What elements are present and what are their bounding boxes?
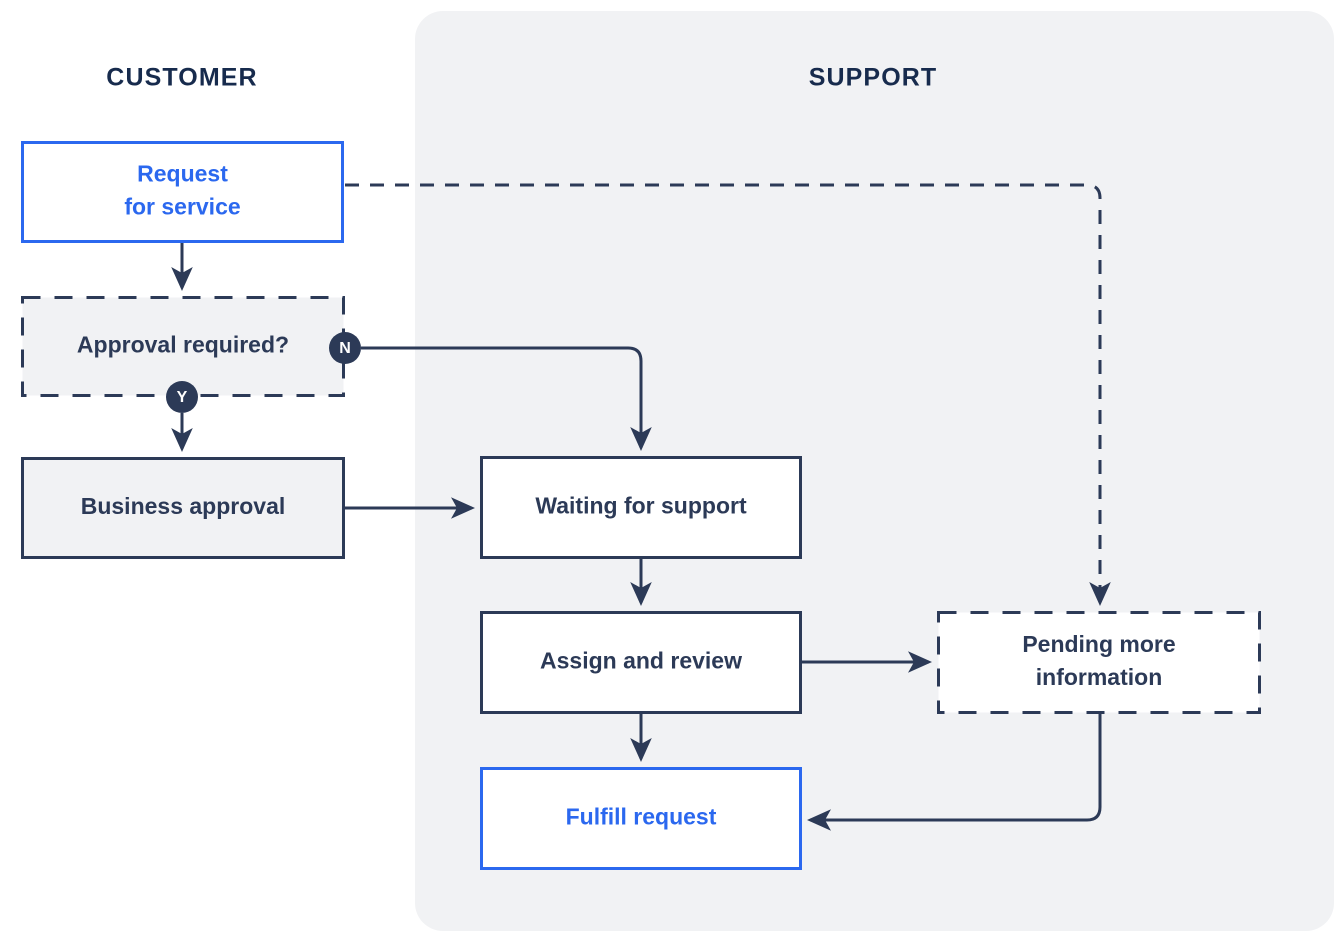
node-label: for service: [124, 194, 240, 220]
connector-approval-no-to-waiting: [361, 346, 652, 451]
node-waiting-for-support[interactable]: Waiting for support: [480, 456, 802, 559]
node-label: information: [1036, 664, 1163, 690]
node-assign-and-review[interactable]: Assign and review: [480, 611, 802, 714]
node-fulfill-request[interactable]: Fulfill request: [480, 767, 802, 870]
node-approval-required[interactable]: Approval required?: [21, 296, 345, 397]
connectors-layer: [171, 183, 1111, 831]
badges-layer: YN: [166, 332, 361, 413]
node-label: Fulfill request: [566, 804, 717, 830]
node-label: Pending more: [1022, 631, 1175, 657]
node-box: [480, 456, 802, 559]
node-label: Request: [137, 161, 228, 187]
badge-label: N: [339, 340, 351, 357]
node-box: [21, 457, 345, 559]
lane-title-customer: CUSTOMER: [106, 64, 257, 92]
connector-request-to-pending: [345, 183, 1111, 606]
node-business-approval[interactable]: Business approval: [21, 457, 345, 559]
badge-label: Y: [177, 389, 188, 406]
lane-titles-layer: CUSTOMER SUPPORT: [106, 64, 938, 92]
badge-circle: [166, 381, 198, 413]
node-label: Waiting for support: [535, 493, 747, 519]
node-box: [937, 611, 1261, 714]
node-pending-more-information[interactable]: Pending more information: [937, 611, 1261, 714]
node-box: [480, 767, 802, 870]
node-label: Assign and review: [540, 648, 742, 674]
node-box: [480, 611, 802, 714]
connector-pending-to-fulfill: [807, 714, 1102, 831]
node-label: Business approval: [81, 493, 286, 519]
node-box: [21, 141, 344, 243]
lane-title-support: SUPPORT: [809, 64, 938, 92]
badge-no: N: [329, 332, 361, 364]
node-request-for-service[interactable]: Request for service: [21, 141, 344, 243]
node-label: Approval required?: [77, 332, 289, 358]
badge-circle: [329, 332, 361, 364]
badge-yes: Y: [166, 381, 198, 413]
